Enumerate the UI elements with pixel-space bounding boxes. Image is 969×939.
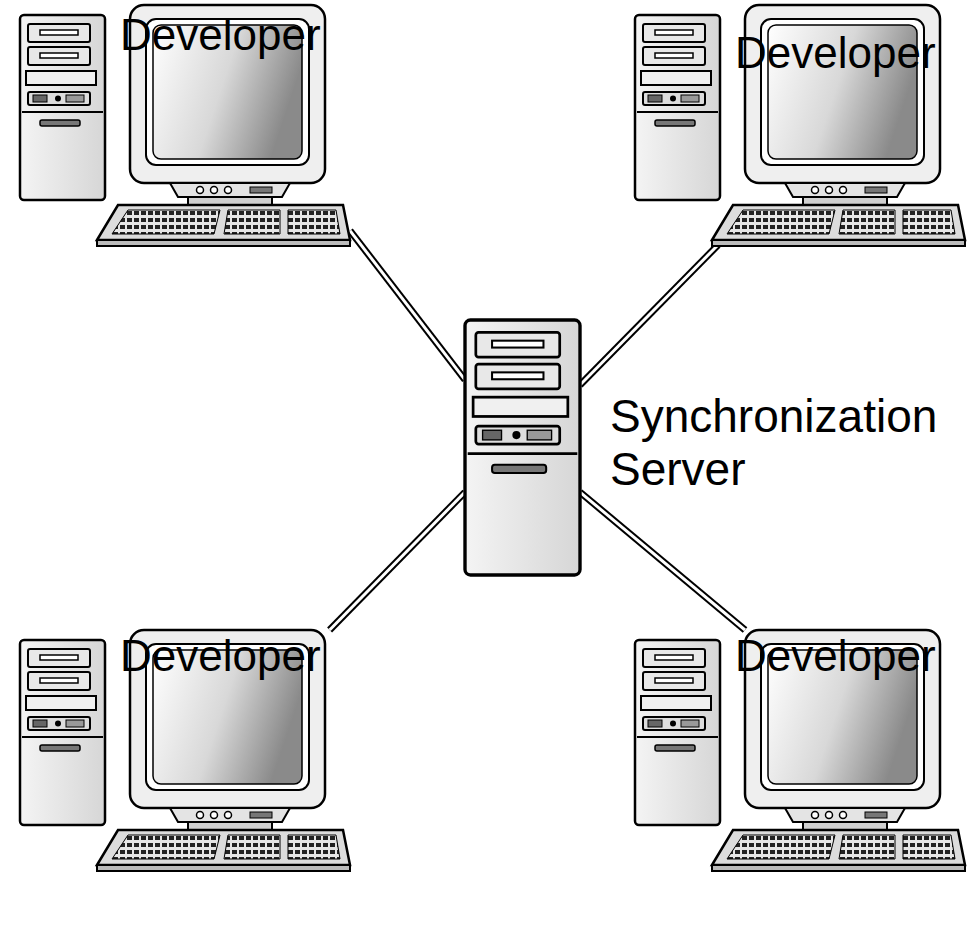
workstation-illustration <box>635 5 965 246</box>
cable-line <box>330 492 465 630</box>
cable-line <box>350 231 465 380</box>
node-label: Developer <box>120 632 321 680</box>
node-label: Developer <box>735 29 936 77</box>
developer-workstation: Developer <box>95 5 350 245</box>
network-connector <box>580 492 745 630</box>
cable-line <box>580 492 745 630</box>
developer-workstation: Developer <box>705 630 965 880</box>
workstation-illustration <box>20 5 350 246</box>
network-connector <box>580 245 718 385</box>
developer-workstation: Developer <box>95 630 350 880</box>
node-label: Developer <box>120 11 321 59</box>
developer-workstation: Developer <box>705 5 965 245</box>
node-label: Developer <box>735 632 936 680</box>
workstation-illustration <box>635 630 965 871</box>
network-connector <box>330 492 465 630</box>
cable-line <box>580 245 718 385</box>
cable-line <box>330 492 465 630</box>
server-tower-illustration <box>465 320 580 575</box>
node-label: Synchronization Server <box>610 390 960 496</box>
cable-line <box>350 231 465 380</box>
cable-line <box>580 492 745 630</box>
network-connector <box>350 231 465 380</box>
workstation-illustration <box>20 630 350 871</box>
cable-line <box>580 245 718 385</box>
synchronization-server: Synchronization Server <box>465 320 580 575</box>
